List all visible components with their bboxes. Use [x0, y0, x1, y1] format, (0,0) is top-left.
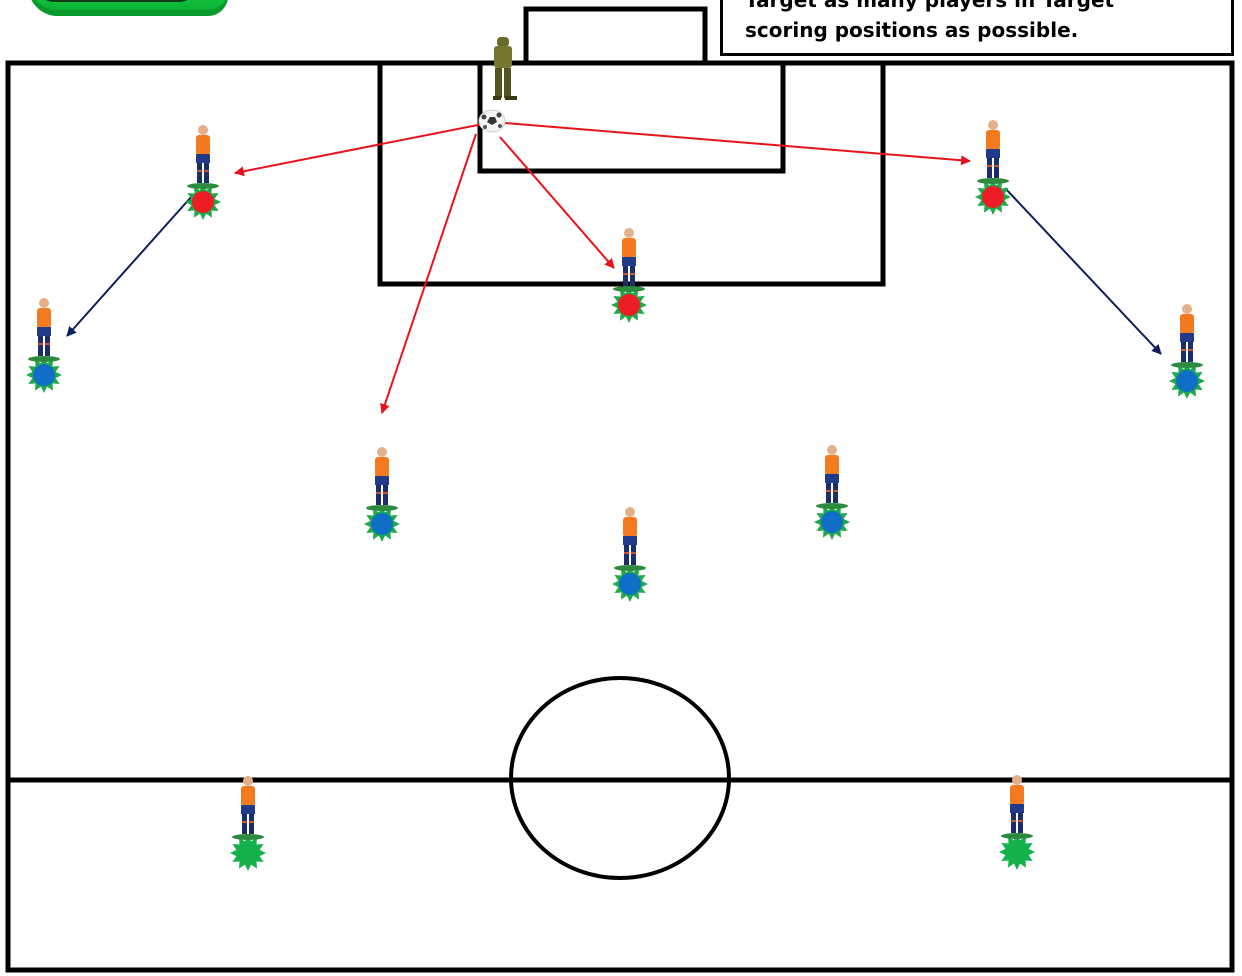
goal — [523, 6, 708, 66]
player-icon-left-wide — [187, 125, 219, 189]
pass-arrow-right — [504, 122, 971, 166]
field-markings — [5, 6, 1235, 973]
position-marker-green-left-back — [230, 835, 266, 871]
instruction-line-2: scoring positions as possible. — [745, 18, 1079, 42]
pass-arrow-center — [499, 136, 615, 269]
position-marker-blue-right-flank — [1169, 363, 1205, 399]
position-marker-red-right-wide — [975, 179, 1011, 215]
player-icon-right-flank — [1171, 304, 1203, 368]
player-icon-right-wide — [977, 120, 1009, 184]
instruction-note: Target as many players in Target scoring… — [720, 0, 1234, 56]
goalkeeper-icon — [493, 37, 517, 100]
position-marker-blue-center-mid — [612, 566, 648, 602]
player-icon-left-back — [232, 776, 264, 840]
soccer-ball-icon — [478, 109, 506, 133]
center-circle — [509, 676, 731, 880]
player-icon-right-back — [1001, 775, 1033, 839]
player-icon-center-box — [613, 228, 645, 292]
position-marker-blue-left-flank — [26, 357, 62, 393]
player-icon-right-mid — [816, 445, 848, 509]
position-markers — [26, 179, 1205, 871]
instruction-line-1: Target as many players in Target — [745, 0, 1115, 12]
move-arrow-right — [1004, 187, 1162, 355]
position-marker-red-center-box — [611, 287, 647, 323]
player-icon-left-flank — [28, 298, 60, 362]
position-marker-red-left-wide — [185, 184, 221, 220]
player-icon-center-mid — [614, 507, 646, 571]
pass-arrow-deep-left — [380, 133, 477, 414]
goal-area — [477, 60, 786, 174]
pass-arrow-left — [234, 122, 489, 177]
move-arrow-left — [66, 195, 193, 337]
player-icon-left-mid — [366, 447, 398, 511]
position-marker-blue-right-mid — [814, 504, 850, 540]
player-figures — [28, 120, 1203, 840]
position-marker-blue-left-mid — [364, 506, 400, 542]
logo-badge — [28, 0, 228, 16]
pass-arrows — [234, 122, 971, 414]
movement-arrows — [66, 187, 1162, 355]
position-marker-green-right-back — [999, 834, 1035, 870]
